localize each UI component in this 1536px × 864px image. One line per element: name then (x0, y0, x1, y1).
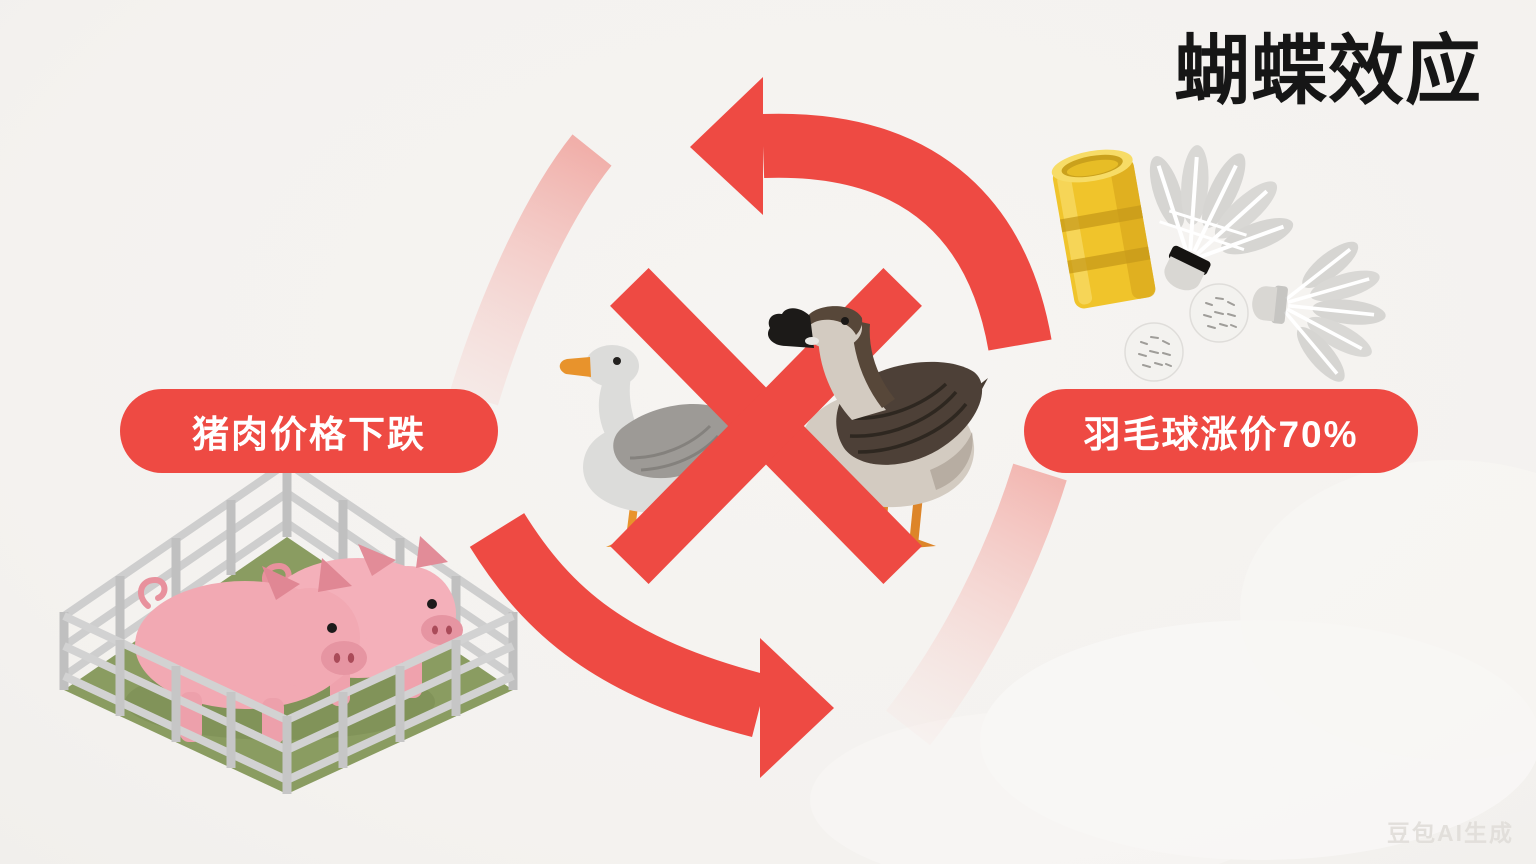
pig-pen-icon (59, 459, 518, 794)
shuttlecock-ball-icon (1124, 322, 1184, 382)
background-clouds (810, 460, 1536, 864)
shuttlecock-tube-icon (1051, 149, 1156, 309)
effect-label-pill: 羽毛球涨价70% (1024, 389, 1418, 473)
shuttlecock-icon (1252, 241, 1386, 382)
cause-label-text: 猪肉价格下跌 (192, 414, 426, 455)
cycle-arrow-top-icon (690, 77, 1052, 351)
page-title: 蝴蝶效应 (1174, 29, 1482, 114)
shuttlecock-icon (1149, 145, 1294, 291)
cycle-arrow-bottom-icon (469, 512, 834, 778)
cause-label-pill: 猪肉价格下跌 (120, 389, 498, 473)
effect-label-text: 羽毛球涨价70% (1083, 414, 1359, 455)
ai-watermark: 豆包AI生成 (1387, 820, 1514, 846)
shuttlecock-ball-icon (1189, 283, 1249, 343)
fence-front-posts (115, 640, 461, 794)
goose-brown-head (767, 306, 895, 420)
cycle-arrow-top-fade (450, 134, 612, 406)
cycle-arrow-bottom-fade (885, 463, 1067, 746)
